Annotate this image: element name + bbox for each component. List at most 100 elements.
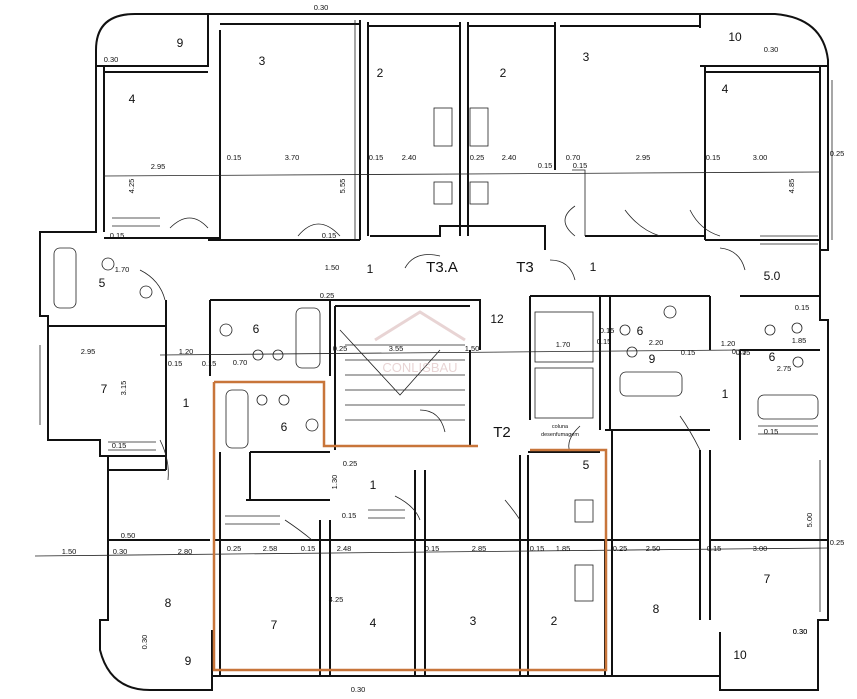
dimension-label: 4.25 xyxy=(127,179,136,194)
dimension-label: 0.25 xyxy=(470,153,485,162)
dimension-label: 2.75 xyxy=(777,364,792,373)
dimension-label: 0.15 xyxy=(706,153,721,162)
dimension-label: 0.50 xyxy=(121,531,136,540)
room-number: 8 xyxy=(653,602,660,616)
dimension-label: 3.55 xyxy=(389,344,404,353)
dimension-label: 0.30 xyxy=(104,55,119,64)
room-number: 9 xyxy=(177,36,184,50)
room-number: 5 xyxy=(583,458,590,472)
dimension-label: 0.70 xyxy=(566,153,581,162)
room-number: 1 xyxy=(183,396,190,410)
dimension-label: 0.15 xyxy=(530,544,545,553)
dimension-label: 0.15 xyxy=(764,427,779,436)
dimension-label: 0.15 xyxy=(538,161,553,170)
dimension-label: 0.15 xyxy=(573,161,588,170)
watermark: CONLISBAU xyxy=(374,310,466,375)
dimension-label: 0.15 xyxy=(736,348,751,357)
dimension-label: 2.40 xyxy=(502,153,517,162)
dimension-label: 0.70 xyxy=(233,358,248,367)
room-number: 2 xyxy=(551,614,558,628)
room-number: 4 xyxy=(129,92,136,106)
dimension-label: 1.70 xyxy=(115,265,130,274)
dimension-label: 0.15 xyxy=(600,326,615,335)
dimension-label: 1.85 xyxy=(556,544,571,553)
dimension-label: 0.15 xyxy=(597,337,612,346)
room-number: 8 xyxy=(165,596,172,610)
dimension-label: 0.30 xyxy=(140,635,149,650)
dimension-label: 2.95 xyxy=(81,347,96,356)
dimension-label: 1.30 xyxy=(330,475,339,490)
dimension-label: 0.15 xyxy=(795,303,810,312)
room-number: 10 xyxy=(733,648,747,662)
room-number: 7 xyxy=(271,618,278,632)
room-number: 5.0 xyxy=(764,269,781,283)
room-number: 3 xyxy=(583,50,590,64)
dimension-label: 2.95 xyxy=(636,153,651,162)
room-number: 6 xyxy=(637,324,644,338)
dimension-label: 3.15 xyxy=(119,381,128,396)
dimension-label: 2.85 xyxy=(472,544,487,553)
room-number: 4 xyxy=(722,82,729,96)
room-number: 1 xyxy=(370,478,377,492)
dimension-label: 0.15 xyxy=(227,153,242,162)
highlighted-unit-outline xyxy=(212,380,608,672)
dimension-label: 0.25 xyxy=(830,538,845,547)
room-number: 9 xyxy=(185,654,192,668)
dimension-label: 0.15 xyxy=(732,347,747,356)
dimension-label: 0.15 xyxy=(342,511,357,520)
dimension-label: 0.15 xyxy=(168,359,183,368)
dimension-label: 1.70 xyxy=(556,340,571,349)
dimension-label: 0.15 xyxy=(681,348,696,357)
dimension-label: 1.20 xyxy=(179,347,194,356)
watermark-text: CONLISBAU xyxy=(382,360,457,375)
room-number: 12 xyxy=(490,312,504,326)
dimension-label: 0.30 xyxy=(314,3,329,12)
dimension-label: 2.48 xyxy=(337,544,352,553)
dimension-label: 1.50 xyxy=(62,547,77,556)
dimension-label: 0.25 xyxy=(227,544,242,553)
shaft-note-line2: desenfumagem xyxy=(541,432,579,438)
room-number: 4 xyxy=(370,616,377,630)
dimension-labels: 0.30 0.30 0.30 0.30 2.95 0.15 3.70 0.15 2.40 0.25… xyxy=(62,3,845,694)
dimension-label: 0.25 xyxy=(333,344,348,353)
room-number: 7 xyxy=(101,382,108,396)
dimension-label: 3.70 xyxy=(285,153,300,162)
dimension-label: 2.50 xyxy=(646,544,661,553)
dimension-label: 1.50 xyxy=(465,344,480,353)
room-number: 2 xyxy=(500,66,507,80)
dimension-label: 2.80 xyxy=(178,547,193,556)
room-number: 7 xyxy=(764,572,771,586)
dimension-label: 0.30 xyxy=(113,547,128,556)
dimension-label: 0.25 xyxy=(830,149,845,158)
dimension-label: 0.15 xyxy=(301,544,316,553)
dimension-label: 4.85 xyxy=(787,179,796,194)
dimension-label: 2.20 xyxy=(649,338,664,347)
dimension-label: 0.30 xyxy=(764,45,779,54)
dimension-label: 5.00 xyxy=(805,513,814,528)
dimension-label: 0.30 xyxy=(351,685,366,694)
room-number: 1 xyxy=(722,387,729,401)
room-number: 10 xyxy=(728,30,742,44)
room-number: 5 xyxy=(99,276,106,290)
dimension-label: 0.15 xyxy=(369,153,384,162)
dimension-label: 0.15 xyxy=(110,231,125,240)
dimension-label: 1.50 xyxy=(325,263,340,272)
shaft-note-line1: coluna xyxy=(552,424,569,430)
unit-label-t3a: T3.A xyxy=(426,259,458,276)
dimension-label: 1.85 xyxy=(792,336,807,345)
dimension-label: 0.15 xyxy=(707,544,722,553)
room-number: 6 xyxy=(253,322,260,336)
dimension-label: 1.20 xyxy=(721,339,736,348)
dimension-label: 3.00 xyxy=(753,544,768,553)
dimension-label: 0.15 xyxy=(425,544,440,553)
dimension-label: 3.00 xyxy=(753,153,768,162)
dimension-label: 0.15 xyxy=(322,231,337,240)
room-number: 9 xyxy=(649,352,656,366)
dimension-label: 0.30 xyxy=(793,627,808,636)
dimension-label: 0.30 xyxy=(793,627,808,636)
room-number: 3 xyxy=(470,614,477,628)
dimension-label: 2.58 xyxy=(263,544,278,553)
dimension-label: 2.95 xyxy=(151,162,166,171)
